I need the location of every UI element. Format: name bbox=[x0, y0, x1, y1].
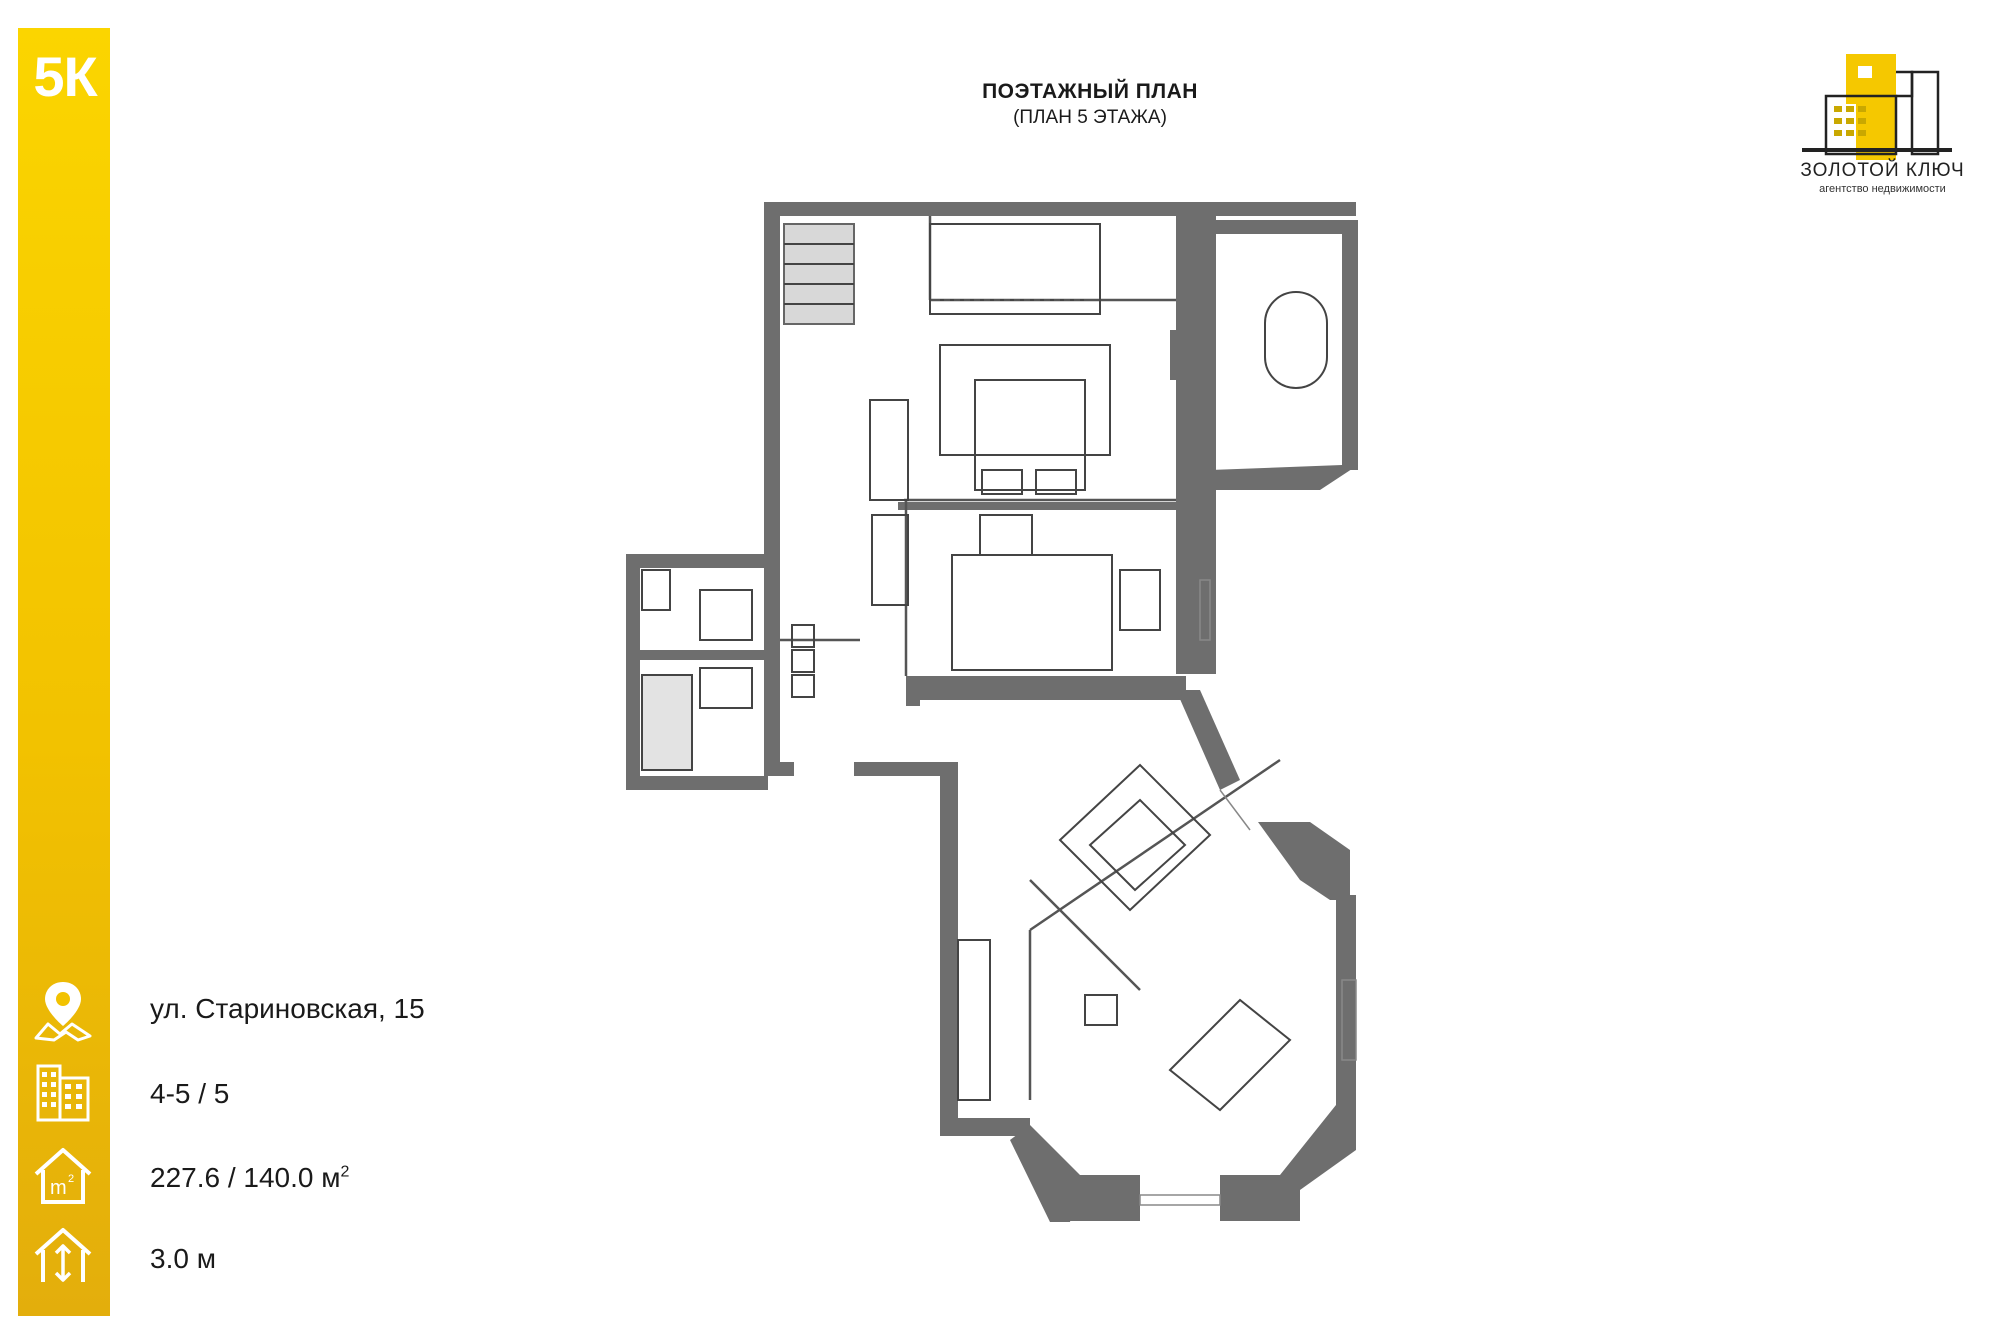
plan-walls bbox=[626, 202, 1358, 1222]
area-text: 227.6 / 140.0 м2 bbox=[150, 1162, 349, 1194]
house-m2-icon-sup: 2 bbox=[68, 1173, 74, 1185]
ceiling-height-text: 3.0 м bbox=[150, 1243, 216, 1274]
plan-subtitle: (ПЛАН 5 ЭТАЖА) bbox=[1013, 107, 1167, 128]
house-m2-icon: m 2 bbox=[34, 1148, 92, 1204]
area-unit-sup: 2 bbox=[340, 1163, 350, 1181]
house-m2-icon-text: m bbox=[50, 1177, 67, 1199]
house-height-icon bbox=[34, 1228, 92, 1282]
building-icon bbox=[36, 1064, 90, 1122]
logo-name: ЗОЛОТОЙ КЛЮЧ bbox=[1800, 160, 1965, 181]
area-value: 227.6 / 140.0 м bbox=[150, 1162, 341, 1193]
floor-plan bbox=[626, 202, 1358, 1222]
logo-tagline: агентство недвижимости bbox=[1819, 183, 1946, 195]
location-pin-icon bbox=[34, 982, 92, 1042]
info-sidebar bbox=[18, 28, 110, 1316]
floor-text: 4-5 / 5 bbox=[150, 1078, 230, 1109]
plan-furniture bbox=[641, 223, 1328, 1112]
plan-windows bbox=[1139, 579, 1357, 1206]
rooms-badge: 5К bbox=[33, 45, 97, 108]
agency-logo bbox=[1802, 54, 1952, 160]
plan-title: ПОЭТАЖНЫЙ ПЛАН bbox=[982, 80, 1198, 103]
address-text: ул. Стариновская, 15 bbox=[150, 993, 425, 1024]
plan-header: ПОЭТАЖНЫЙ ПЛАН (ПЛАН 5 ЭТАЖА) bbox=[880, 80, 1300, 129]
